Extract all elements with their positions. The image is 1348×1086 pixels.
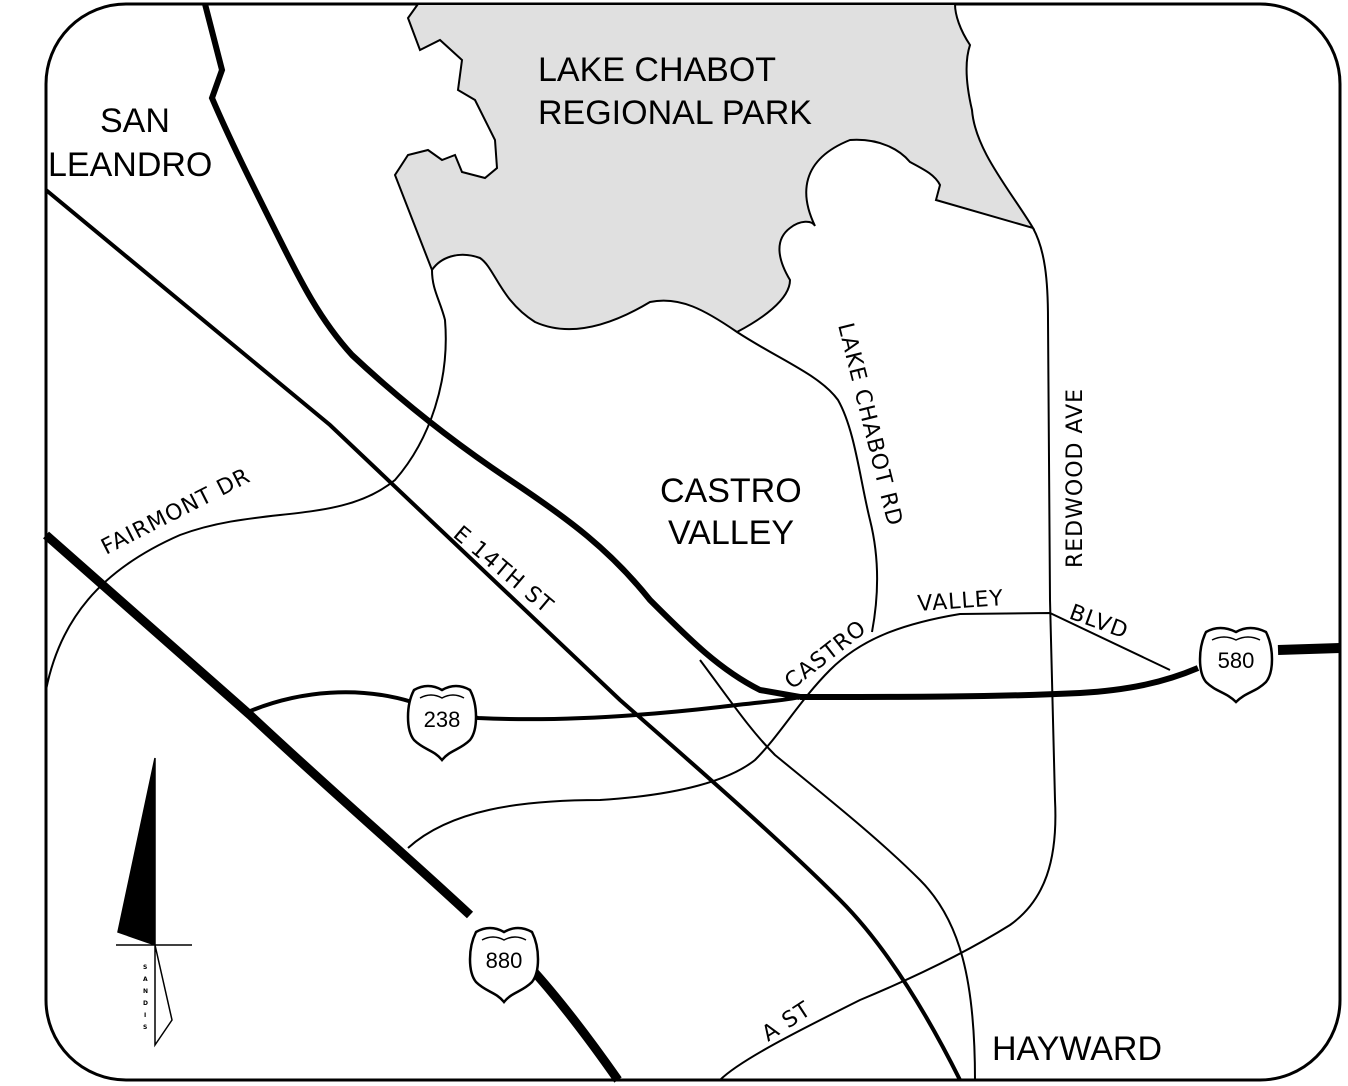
shield-i580: 580 xyxy=(1198,626,1274,704)
shield-i880: 880 xyxy=(468,926,540,1004)
i880 xyxy=(43,531,474,919)
lake-chabot-park-area xyxy=(393,3,1036,334)
arrow-letter-1: S xyxy=(143,964,147,971)
park-label-line1: LAKE CHABOT xyxy=(538,51,776,89)
arrow-letter-5: I xyxy=(144,1012,146,1019)
hayward-label: HAYWARD xyxy=(992,1030,1162,1068)
highways xyxy=(43,3,1341,1083)
arrow-letter-4: D xyxy=(143,1000,148,1007)
i580-east xyxy=(799,665,1200,700)
castro-valley-blvd xyxy=(407,611,1171,849)
arrow-letter-3: N xyxy=(143,988,148,995)
arrow-letter-2: A xyxy=(143,976,148,983)
i580-west xyxy=(202,3,801,700)
shield-i238: 238 xyxy=(406,684,478,762)
i880-number: 880 xyxy=(486,948,523,973)
i880-south xyxy=(524,961,622,1083)
redwood-ave-label: REDWOOD AVE xyxy=(1063,388,1088,568)
i580-east-end xyxy=(1277,643,1341,655)
north-arrow-icon: S A N D I S xyxy=(116,757,192,1048)
i238-number: 238 xyxy=(424,707,461,732)
hayward-connector xyxy=(699,659,976,1081)
e-14th-st xyxy=(44,188,962,1081)
san-leandro-label-line1: SAN xyxy=(100,102,170,140)
castro-valley-label-line1: CASTRO xyxy=(660,472,802,510)
i580-number: 580 xyxy=(1218,648,1255,673)
redwood-ave xyxy=(719,227,1057,1081)
castro-valley-blvd-label-2: VALLEY xyxy=(917,586,1005,617)
castro-valley-label-line2: VALLEY xyxy=(668,514,794,552)
arrow-letter-6: S xyxy=(143,1024,147,1031)
lake-chabot-rd xyxy=(736,331,878,633)
i238-i580-mainline xyxy=(247,690,801,722)
park-label-line2: REGIONAL PARK xyxy=(538,94,812,132)
san-leandro-label-line2: LEANDRO xyxy=(48,146,212,184)
